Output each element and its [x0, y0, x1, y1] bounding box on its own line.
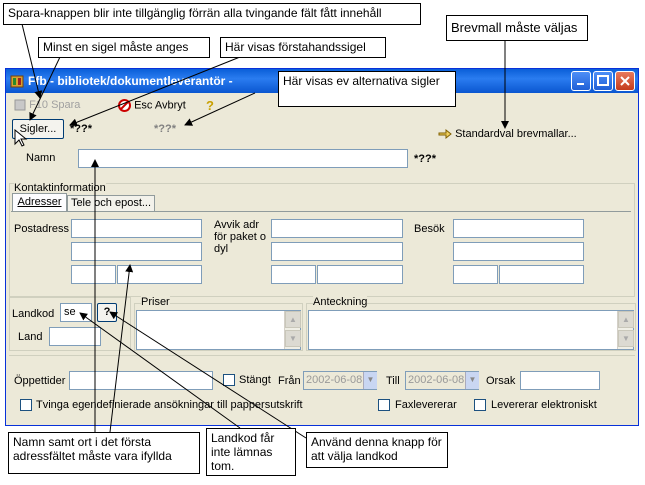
cancel-button[interactable]: Esc Avbryt — [118, 99, 186, 112]
priser-scrollbar[interactable]: ▲ ▼ — [284, 311, 301, 349]
maximize-icon — [597, 75, 609, 86]
postadress-label: Postadress — [14, 223, 70, 235]
fran-date-value: 2002-06-08 — [306, 374, 363, 386]
callout-minst: Minst en sigel måste anges — [38, 37, 210, 58]
anteckning-group: Anteckning — [306, 296, 636, 351]
land-label: Land — [18, 331, 43, 343]
close-button[interactable] — [615, 71, 635, 91]
besok-line1[interactable] — [453, 219, 584, 238]
name-input[interactable] — [78, 149, 408, 168]
avvik-label-1: Avvik adr — [214, 219, 260, 231]
sigler-button[interactable]: Sigler... — [12, 119, 64, 139]
name-label: Namn — [26, 152, 56, 164]
elektroniskt-checkbox[interactable] — [474, 399, 486, 411]
tvinga-checkbox[interactable] — [20, 399, 32, 411]
avvik-line2[interactable] — [271, 242, 403, 261]
till-date-value: 2002-06-08 — [408, 374, 465, 386]
save-button[interactable]: F10 Spara — [14, 99, 80, 111]
tab-panel — [11, 211, 631, 296]
avvik-zip[interactable] — [271, 265, 316, 284]
land-input[interactable] — [49, 327, 101, 346]
callout-knapp: Använd denna knapp för att välja landkod — [306, 432, 448, 468]
avvik-city[interactable] — [317, 265, 403, 284]
fran-date[interactable]: 2002-06-08 — [303, 371, 377, 390]
help-button[interactable]: ? — [206, 98, 214, 113]
template-label: Standardval brevmallar... — [455, 128, 577, 140]
window-title: Ffb - bibliotek/dokumentleverantör - — [28, 74, 233, 88]
save-label: F10 Spara — [29, 99, 81, 111]
fran-dropdown-icon[interactable]: ▼ — [363, 372, 377, 389]
callout-alternativa: Här visas ev alternativa sigler — [278, 71, 456, 107]
postadress-line1[interactable] — [71, 219, 202, 238]
close-icon — [620, 76, 630, 86]
postadress-zip[interactable] — [71, 265, 116, 284]
elektroniskt-label: Levererar elektroniskt — [491, 399, 597, 411]
priser-textarea[interactable] — [136, 310, 301, 350]
save-icon — [14, 99, 26, 111]
sigel-alternative: *??* — [154, 123, 176, 135]
priser-label: Priser — [141, 296, 170, 308]
name-required-marker: *??* — [414, 153, 436, 165]
callout-forstahand: Här visas förstahandssigel — [220, 37, 386, 58]
cancel-label: Esc Avbryt — [134, 99, 186, 112]
scroll-down-icon[interactable]: ▼ — [618, 330, 634, 347]
fran-label: Från — [278, 375, 301, 387]
dialog-window: Ffb - bibliotek/dokumentleverantör - F10… — [5, 68, 639, 426]
template-link[interactable]: Standardval brevmallar... — [438, 128, 577, 140]
minimize-icon — [577, 83, 584, 85]
besok-line2[interactable] — [453, 242, 584, 261]
avvik-label-2: för paket o — [214, 231, 266, 243]
postadress-city[interactable] — [117, 265, 202, 284]
maximize-button[interactable] — [593, 71, 613, 91]
callout-namn-ort: Namn samt ort i det första adressfältet … — [8, 432, 200, 474]
divider — [9, 355, 635, 356]
callout-brevmall: Brevmall måste väljas — [446, 15, 588, 41]
till-date[interactable]: 2002-06-08 — [405, 371, 479, 390]
tab-adresser[interactable]: Adresser — [12, 193, 67, 212]
avvik-line1[interactable] — [271, 219, 403, 238]
scroll-down-icon[interactable]: ▼ — [285, 330, 301, 347]
hand-pointer-icon — [438, 129, 452, 140]
oppettider-label: Öppettider — [14, 375, 66, 387]
tab-tele-epost-label: Tele och epost... — [70, 197, 152, 209]
faxlevererar-checkbox[interactable] — [378, 399, 390, 411]
anteckning-textarea[interactable] — [308, 310, 634, 350]
besok-zip[interactable] — [453, 265, 498, 284]
till-label: Till — [386, 375, 400, 387]
postadress-line2[interactable] — [71, 242, 202, 261]
till-dropdown-icon[interactable]: ▼ — [465, 372, 479, 389]
anteckning-scrollbar[interactable]: ▲ ▼ — [617, 311, 634, 349]
orsak-input[interactable] — [520, 371, 600, 390]
scroll-up-icon[interactable]: ▲ — [285, 311, 301, 328]
avvik-label-3: dyl — [214, 243, 229, 255]
app-icon — [10, 75, 24, 88]
orsak-label: Orsak — [486, 375, 516, 387]
callout-spara: Spara-knappen blir inte tillgänglig förr… — [3, 3, 421, 25]
cursor-icon — [14, 129, 28, 147]
besok-label: Besök — [414, 223, 445, 235]
stangt-checkbox[interactable] — [223, 374, 235, 386]
besok-city[interactable] — [499, 265, 584, 284]
priser-group: Priser — [134, 296, 303, 351]
tab-adresser-label: Adresser — [17, 196, 62, 208]
landkod-group — [9, 297, 131, 351]
contact-group-title: Kontaktinformation — [14, 182, 106, 194]
landkod-label: Landkod — [12, 308, 55, 320]
anteckning-label: Anteckning — [313, 296, 368, 308]
tab-tele-epost[interactable]: Tele och epost... — [67, 195, 155, 212]
faxlevererar-label: Faxlevererar — [395, 399, 457, 411]
minimize-button[interactable] — [571, 71, 591, 91]
callout-landkod-tom: Landkod får inte lämnas tom. — [206, 428, 296, 476]
scroll-up-icon[interactable]: ▲ — [618, 311, 634, 328]
oppettider-input[interactable] — [69, 371, 213, 390]
stangt-label: Stängt — [239, 374, 271, 386]
tvinga-label: Tvinga egendefinierade ansökningar till … — [36, 399, 303, 411]
